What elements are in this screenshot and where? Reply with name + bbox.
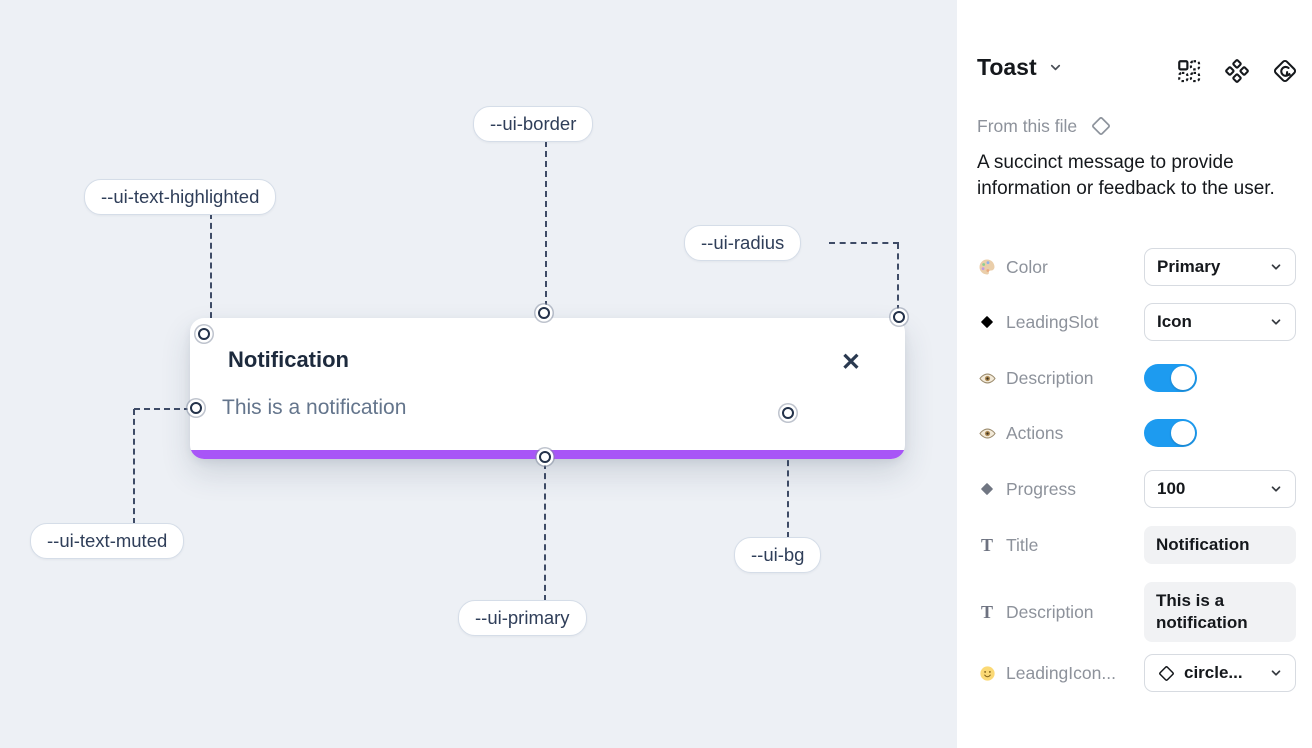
var-label-ui-bg[interactable]: --ui-bg bbox=[734, 537, 822, 573]
var-label-ui-border[interactable]: --ui-border bbox=[473, 106, 594, 142]
component-icon[interactable] bbox=[1224, 58, 1250, 84]
diamond-outline-icon bbox=[1157, 664, 1176, 683]
connector-line-border bbox=[545, 141, 547, 307]
prop-row-leadingicon: LeadingIcon... circle... bbox=[977, 653, 1296, 693]
description-input[interactable]: This is a notification bbox=[1144, 581, 1296, 643]
prop-label-title: T Title bbox=[977, 535, 1144, 556]
diamond-icon bbox=[977, 312, 997, 332]
component-description: A succinct message to provide informatio… bbox=[977, 152, 1275, 200]
prop-label-text: Color bbox=[1006, 256, 1048, 277]
var-label-ui-radius[interactable]: --ui-radius bbox=[684, 225, 802, 261]
eye-icon bbox=[977, 423, 997, 443]
anchor-bg[interactable] bbox=[782, 407, 794, 419]
leadingicon-select[interactable]: circle... bbox=[1144, 654, 1296, 692]
prop-label-text: Progress bbox=[1006, 478, 1077, 499]
design-canvas[interactable]: Notification This is a notification ✕ --… bbox=[0, 0, 957, 748]
leadingslot-select-value: Icon bbox=[1157, 312, 1192, 331]
text-icon: T bbox=[980, 534, 993, 555]
prop-label-text: Title bbox=[1006, 534, 1039, 555]
properties-panel: Toast bbox=[957, 0, 1312, 748]
component-selector[interactable]: Toast bbox=[977, 54, 1063, 81]
var-label-ui-text-highlighted[interactable]: --ui-text-highlighted bbox=[84, 179, 277, 215]
connector-line-radius-h bbox=[829, 242, 899, 244]
var-label-ui-primary[interactable]: --ui-primary bbox=[458, 600, 587, 636]
prop-row-description-toggle: Description bbox=[977, 358, 1296, 398]
diamond-arrow-icon[interactable] bbox=[1272, 58, 1298, 84]
connector-line-text-muted-h bbox=[134, 408, 190, 410]
prop-label-leadingicon: LeadingIcon... bbox=[977, 663, 1144, 684]
var-label-ui-text-muted[interactable]: --ui-text-muted bbox=[30, 523, 185, 559]
connector-line-text-highlighted bbox=[210, 213, 212, 328]
color-select-value: Primary bbox=[1157, 257, 1221, 276]
anchor-radius[interactable] bbox=[893, 311, 905, 323]
prop-label-text: Actions bbox=[1006, 422, 1064, 443]
actions-toggle[interactable] bbox=[1144, 419, 1197, 447]
connector-line-bg bbox=[787, 419, 789, 538]
title-input[interactable]: Notification bbox=[1144, 525, 1296, 565]
connector-line-primary bbox=[544, 463, 546, 601]
diamond-outline-icon bbox=[1089, 114, 1113, 138]
close-icon[interactable]: ✕ bbox=[840, 349, 861, 376]
prop-row-leadingslot: LeadingSlot Icon bbox=[977, 302, 1296, 342]
prop-row-progress: Progress 100 bbox=[977, 469, 1296, 509]
eye-icon bbox=[977, 368, 997, 388]
prop-row-description-text: T Description This is a notification bbox=[977, 581, 1296, 643]
chevron-down-icon bbox=[1269, 260, 1283, 274]
palette-icon bbox=[977, 257, 997, 277]
prop-label-text: LeadingSlot bbox=[1006, 311, 1099, 332]
anchor-primary[interactable] bbox=[539, 451, 551, 463]
chevron-down-icon bbox=[1269, 666, 1283, 680]
prop-label-leadingslot: LeadingSlot bbox=[977, 312, 1144, 333]
prop-row-actions-toggle: Actions bbox=[977, 413, 1296, 453]
anchor-border[interactable] bbox=[538, 307, 550, 319]
toggle-knob bbox=[1171, 366, 1195, 390]
leadingicon-select-value: circle... bbox=[1184, 663, 1243, 682]
panel-toolbar bbox=[1176, 58, 1298, 84]
chevron-down-icon bbox=[1048, 60, 1063, 75]
chevron-down-icon bbox=[1269, 315, 1283, 329]
toast-component-preview[interactable]: Notification This is a notification ✕ bbox=[190, 318, 905, 459]
anchor-text-highlighted[interactable] bbox=[198, 328, 210, 340]
progress-select[interactable]: 100 bbox=[1144, 470, 1296, 508]
prop-label-actions: Actions bbox=[977, 423, 1144, 444]
color-select[interactable]: Primary bbox=[1144, 248, 1296, 286]
leadingslot-select[interactable]: Icon bbox=[1144, 303, 1296, 341]
prop-label-description: Description bbox=[977, 368, 1144, 389]
connector-line-radius-v bbox=[897, 243, 899, 311]
toggle-knob bbox=[1171, 421, 1195, 445]
prop-row-title: T Title Notification bbox=[977, 525, 1296, 565]
prop-row-color: Color Primary bbox=[977, 247, 1296, 287]
smiley-icon bbox=[977, 663, 997, 683]
connector-line-text-muted-v bbox=[133, 409, 135, 524]
prop-label-color: Color bbox=[977, 257, 1144, 278]
source-indicator: From this file bbox=[977, 114, 1113, 138]
chevron-down-icon bbox=[1269, 482, 1283, 496]
progress-select-value: 100 bbox=[1157, 479, 1186, 498]
prop-label-progress: Progress bbox=[977, 479, 1144, 500]
toast-title: Notification bbox=[228, 347, 349, 372]
source-label: From this file bbox=[977, 115, 1078, 136]
prop-label-description-text: T Description bbox=[977, 602, 1144, 623]
anchor-text-muted[interactable] bbox=[190, 402, 202, 414]
diamond-icon bbox=[977, 479, 997, 499]
text-icon: T bbox=[980, 601, 993, 622]
prop-label-text: LeadingIcon... bbox=[1006, 662, 1116, 683]
panel-title: Toast bbox=[977, 54, 1037, 80]
prop-label-text: Description bbox=[1006, 367, 1094, 388]
toast-description: This is a notification bbox=[222, 396, 407, 419]
apply-variable-icon[interactable] bbox=[1176, 58, 1202, 84]
description-toggle[interactable] bbox=[1144, 364, 1197, 392]
prop-label-text: Description bbox=[1006, 601, 1094, 622]
